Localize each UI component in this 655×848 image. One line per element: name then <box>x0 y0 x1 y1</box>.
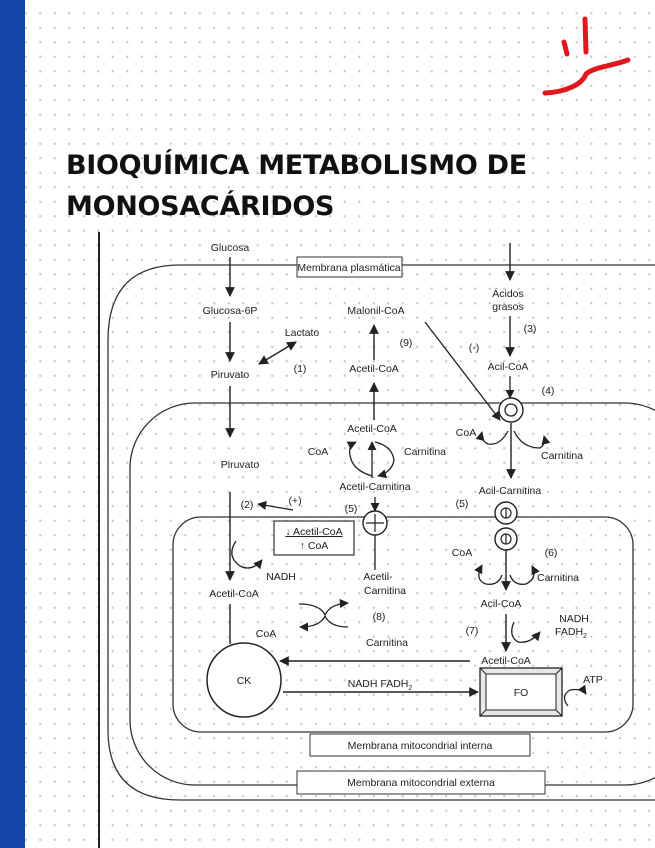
carnitina-right-ims-label: Carnitina <box>541 450 583 462</box>
arrow-regulation-pdh <box>257 500 294 511</box>
step-8-label: (8) <box>373 611 386 623</box>
inner-mitochondrial-membrane <box>172 516 634 733</box>
acidos-label: Ácidos <box>492 287 524 300</box>
acetil-coa-cyto-label: Acetil-CoA <box>349 363 399 375</box>
step-9-label: (9) <box>400 337 413 349</box>
acil-carnitina-label: Acil-Carnitina <box>479 485 542 497</box>
fo-label: FO <box>514 687 529 699</box>
arrow-piruvato-lactato <box>258 341 297 365</box>
coa-ims-label: CoA <box>308 446 328 458</box>
grasos-label: grasos <box>492 301 524 313</box>
acetil-coa-fo-label: Acetil-CoA <box>481 655 531 667</box>
step-4-label: (4) <box>542 385 555 397</box>
acetil-matrix-label: Acetil- <box>363 571 393 583</box>
cpt2-curve-left <box>474 564 503 585</box>
step-6-label: (6) <box>545 547 558 559</box>
atp-curve <box>563 684 587 707</box>
plasma-membrane-label: Membrana plasmática <box>297 262 400 274</box>
regulation-down: ↓ Acetil-CoA <box>285 526 342 538</box>
step-2-label: (2) <box>241 499 254 511</box>
minus-label: (-) <box>469 342 480 354</box>
lactato-label: Lactato <box>285 327 320 339</box>
malonylcoa-inhibition-arrow <box>424 321 501 421</box>
plasma-membrane-label-box <box>296 256 403 278</box>
cpt1-carrier-inner <box>504 403 518 417</box>
acetil-carnitina-ims-label: Acetil-Carnitina <box>339 481 410 493</box>
carnitina-matrix-label: Carnitina <box>364 585 406 597</box>
page-title: BIOQUÍMICA METABOLISMO DE MONOSACÁRIDOS <box>66 145 586 227</box>
carnitine-exchange-curve-right <box>374 441 395 479</box>
inner-membrane-label: Membrana mitocondrial interna <box>348 740 493 752</box>
nadh-fadh-bottom-label: NADH FADH2 <box>348 678 413 692</box>
nadh-left-label: NADH <box>266 571 296 583</box>
step-3-label: (3) <box>524 323 537 335</box>
title-line-2: MONOSACÁRIDOS <box>66 191 335 222</box>
carnitine-exchange-curve-left <box>346 441 373 477</box>
cpt1-curve-right <box>513 430 551 449</box>
title-line-1: BIOQUÍMICA METABOLISMO DE <box>66 150 527 181</box>
coa-matrix-label: CoA <box>256 628 276 640</box>
acetil-coa-matrix-label: Acetil-CoA <box>209 588 259 600</box>
coa-right-matrix-label: CoA <box>452 547 472 559</box>
glucosa-label: Glucosa <box>211 242 250 254</box>
pdh-curve <box>231 540 263 570</box>
step-7-label: (7) <box>466 625 479 637</box>
ck-label: CK <box>237 675 252 687</box>
outer-membrane-label-box <box>296 770 546 795</box>
piruvato-cyto-label: Piruvato <box>211 369 250 381</box>
outer-membrane-label: Membrana mitocondrial externa <box>347 777 495 789</box>
fo-box-inner <box>485 673 557 711</box>
inner-membrane-label-box <box>309 733 531 757</box>
glucosa6p-label: Glucosa-6P <box>203 305 258 317</box>
krebs-cycle-circle <box>206 642 282 718</box>
step-5-left-label: (5) <box>345 503 358 515</box>
carnitina-ims-label: Carnitina <box>404 446 446 458</box>
step-5-right-label: (5) <box>456 498 469 510</box>
notebook-margin-line <box>98 232 100 848</box>
fadh-right-label: FADH2 <box>555 626 587 640</box>
acetil-coa-ims-label: Acetil-CoA <box>347 423 397 435</box>
regulation-box <box>273 520 355 556</box>
matrix-exchange-curve-bottom <box>299 614 349 632</box>
acil-coa-matrix-label: Acil-CoA <box>481 598 522 610</box>
acil-coa-cyto-label: Acil-CoA <box>488 361 529 373</box>
plus-label: (+) <box>288 495 301 507</box>
cpt1-curve-left <box>475 430 509 445</box>
carnitina-matrix2-label: Carnitina <box>366 637 408 649</box>
step-1-label: (1) <box>294 363 307 375</box>
nadh-right-label: NADH <box>559 613 589 625</box>
plasma-membrane <box>107 264 655 801</box>
blue-side-bar <box>0 0 25 848</box>
malonil-coa-label: Malonil-CoA <box>347 305 404 317</box>
carnitina-right-matrix-label: Carnitina <box>537 572 579 584</box>
atp-label: ATP <box>583 674 603 686</box>
coa-right-ims-label: CoA <box>456 427 476 439</box>
regulation-up: ↑ CoA <box>300 540 329 552</box>
cpt2-curve-right <box>509 565 540 585</box>
betaoxidation-curve <box>511 621 541 643</box>
matrix-exchange-curve-top <box>298 598 349 617</box>
piruvato-mito-label: Piruvato <box>221 459 260 471</box>
